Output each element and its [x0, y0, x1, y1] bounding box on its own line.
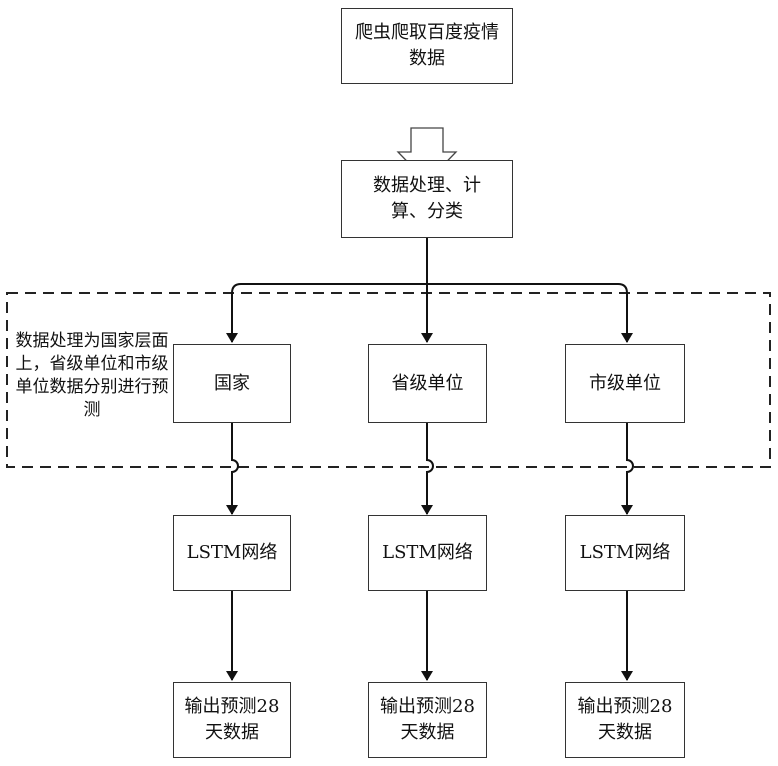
country-label: 国家	[214, 371, 250, 397]
arrow-city-lstm	[627, 423, 633, 514]
output-box-province: 输出预测28天数据	[368, 682, 487, 758]
output-label: 输出预测28天数据	[575, 694, 675, 746]
crawl-box: 爬虫爬取百度疫情数据	[341, 8, 513, 84]
branch-bus	[232, 284, 627, 293]
province-box: 省级单位	[368, 344, 487, 423]
process-label: 数据处理、计算、分类	[357, 173, 497, 225]
city-box: 市级单位	[565, 344, 685, 423]
arrow-province-lstm	[427, 423, 433, 514]
lstm-box-country: LSTM网络	[173, 515, 291, 591]
group-note: 数据处理为国家层面上，省级单位和市级单位数据分别进行预测	[12, 330, 172, 422]
output-box-city: 输出预测28天数据	[565, 682, 685, 758]
crawl-label: 爬虫爬取百度疫情数据	[352, 20, 502, 72]
lstm-box-city: LSTM网络	[565, 515, 685, 591]
lstm-box-province: LSTM网络	[368, 515, 487, 591]
city-label: 市级单位	[589, 371, 661, 397]
process-box: 数据处理、计算、分类	[341, 160, 513, 238]
output-label: 输出预测28天数据	[182, 694, 282, 746]
lstm-label: LSTM网络	[580, 540, 671, 566]
province-label: 省级单位	[392, 371, 464, 397]
country-box: 国家	[173, 344, 291, 423]
arrow-country-lstm	[232, 423, 238, 514]
lstm-label: LSTM网络	[382, 540, 473, 566]
output-label: 输出预测28天数据	[378, 694, 478, 746]
output-box-country: 输出预测28天数据	[173, 682, 291, 758]
lstm-label: LSTM网络	[187, 540, 278, 566]
